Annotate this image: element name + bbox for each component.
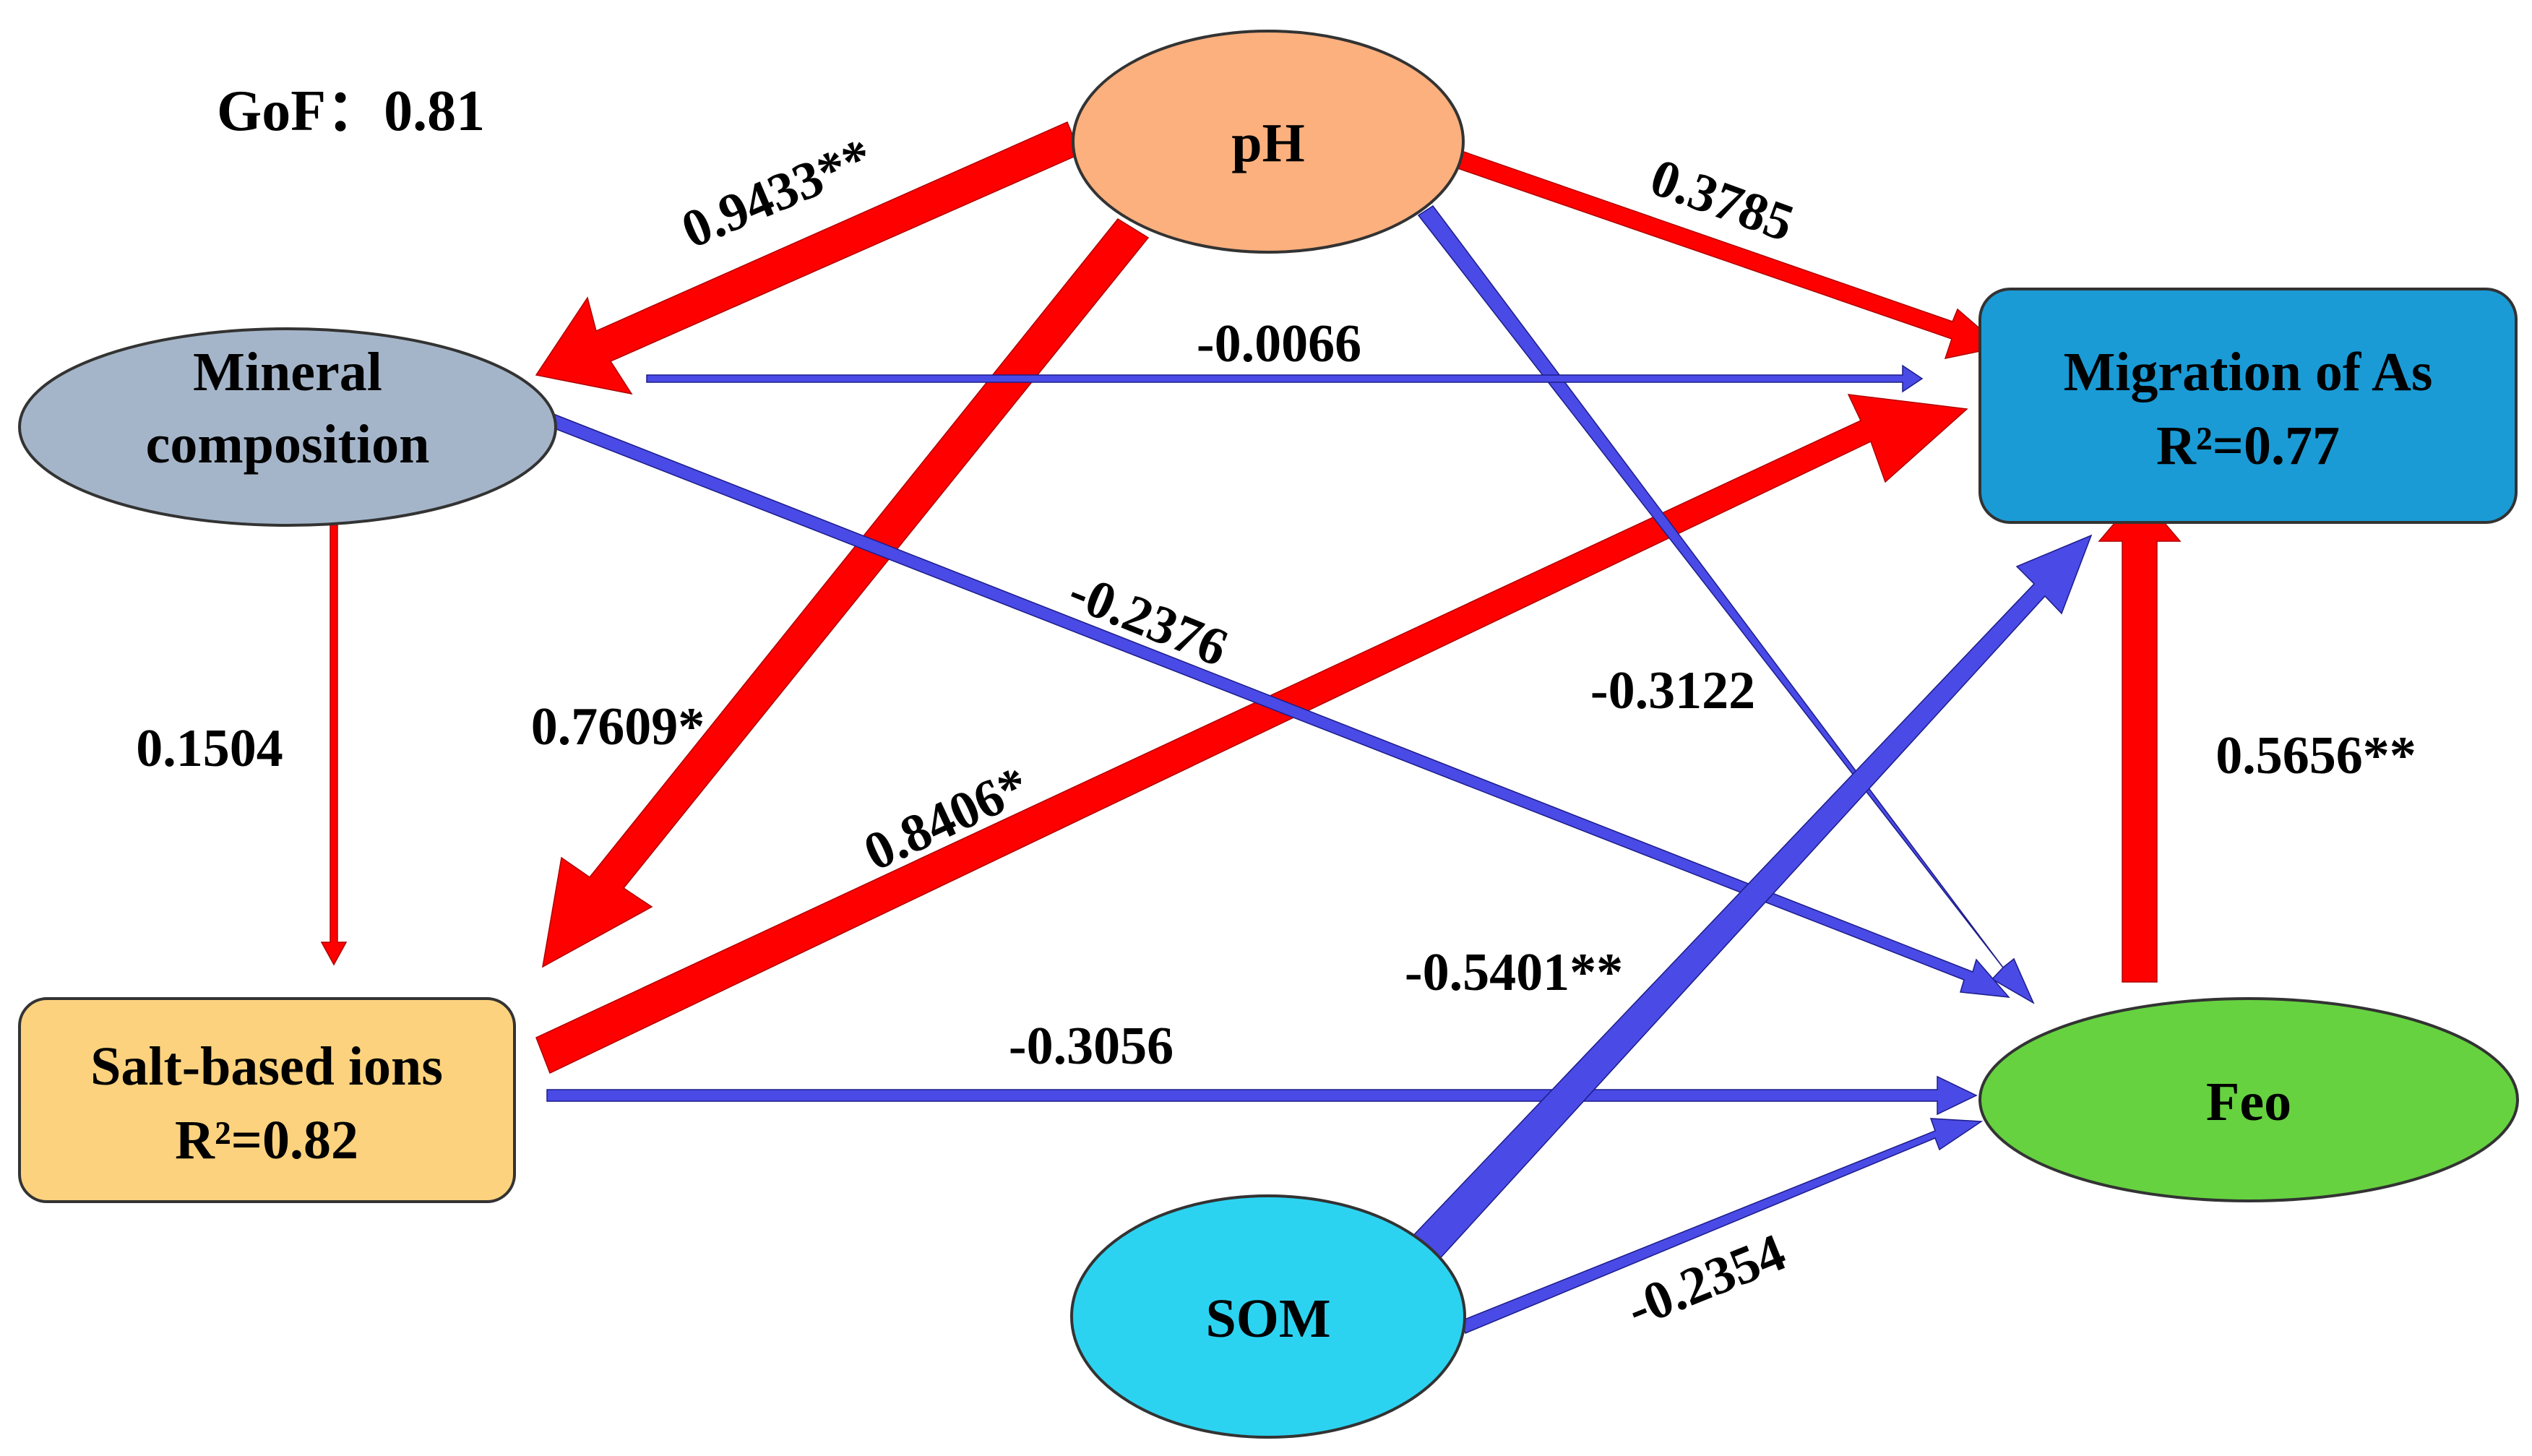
coef-som-feo: -0.2354 bbox=[1619, 1223, 1794, 1339]
feo-label: Feo bbox=[2206, 1072, 2291, 1132]
arrow-mineral-migration bbox=[646, 364, 1924, 393]
path-arrows bbox=[320, 121, 2182, 1334]
arrow-mineral-salt bbox=[320, 520, 348, 966]
coef-salt-feo: -0.3056 bbox=[1009, 1017, 1174, 1076]
coef-mineral-migration: -0.0066 bbox=[1197, 314, 1361, 374]
migration-r2-label: R²=0.77 bbox=[2156, 415, 2340, 476]
arrow-salt-feo bbox=[546, 1075, 1978, 1116]
arrow-salt-migration bbox=[535, 394, 1968, 1074]
arrow-ph-mineral bbox=[535, 121, 1081, 395]
som-label: SOM bbox=[1205, 1288, 1330, 1349]
mineral-label-line1: Mineral bbox=[193, 342, 382, 402]
arrow-som-feo bbox=[1460, 1118, 1984, 1334]
mineral-label-line2: composition bbox=[146, 414, 430, 475]
migration-label-line1: Migration of As bbox=[2064, 342, 2433, 402]
coef-som-migration: -0.5401** bbox=[1405, 943, 1623, 1002]
node-som: SOM bbox=[1070, 1194, 1466, 1439]
salt-r2-label: R²=0.82 bbox=[175, 1110, 358, 1171]
node-mineral-composition: Mineral composition bbox=[18, 327, 557, 527]
coef-feo-migration: 0.5656** bbox=[2216, 726, 2416, 785]
arrow-feo-migration bbox=[2098, 492, 2182, 983]
arrow-ph-migration bbox=[1449, 148, 2002, 359]
arrow-ph-feo bbox=[1417, 204, 2035, 1004]
coef-ph-feo: -0.3122 bbox=[1590, 661, 1755, 720]
coef-mineral-salt: 0.1504 bbox=[136, 719, 283, 778]
node-feo: Feo bbox=[1978, 997, 2519, 1202]
arrow-mineral-feo bbox=[548, 413, 2010, 998]
node-ph: pH bbox=[1072, 30, 1465, 254]
arrow-som-migration bbox=[1408, 534, 2093, 1266]
node-migration-of-as: Migration of As R²=0.77 bbox=[1978, 288, 2518, 524]
arrow-ph-salt bbox=[541, 218, 1150, 968]
node-salt-based-ions: Salt-based ions R²=0.82 bbox=[18, 997, 516, 1203]
ph-label: pH bbox=[1231, 113, 1304, 173]
gof-label: GoF：0.81 bbox=[217, 79, 485, 143]
coef-ph-salt: 0.7609* bbox=[531, 697, 705, 757]
salt-label-line1: Salt-based ions bbox=[90, 1036, 443, 1097]
